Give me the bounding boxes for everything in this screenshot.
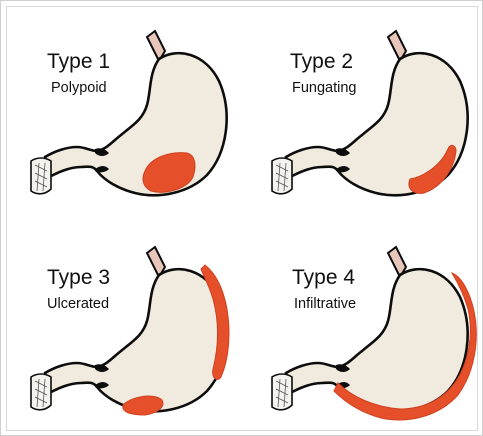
type-description: Fungating	[292, 81, 357, 96]
panel-type-1: Type 1 Polypoid	[1, 1, 241, 213]
type-description: Ulcerated	[47, 297, 109, 312]
panel-type-3: Type 3 Ulcerated	[1, 217, 241, 429]
stomach-diagram-type-2	[242, 1, 482, 213]
type-description: Infiltrative	[294, 297, 356, 312]
type-label: Type 2	[290, 51, 353, 72]
type-label: Type 3	[47, 267, 110, 288]
type-label: Type 4	[292, 267, 355, 288]
panel-type-4: Type 4 Infiltrative	[242, 217, 482, 429]
stomach-diagram-type-4	[242, 217, 482, 429]
stomach-diagram-type-1	[1, 1, 241, 213]
panel-type-2: Type 2 Fungating	[242, 1, 482, 213]
type-label: Type 1	[47, 51, 110, 72]
type-description: Polypoid	[51, 81, 107, 96]
stomach-diagram-type-3	[1, 217, 241, 429]
